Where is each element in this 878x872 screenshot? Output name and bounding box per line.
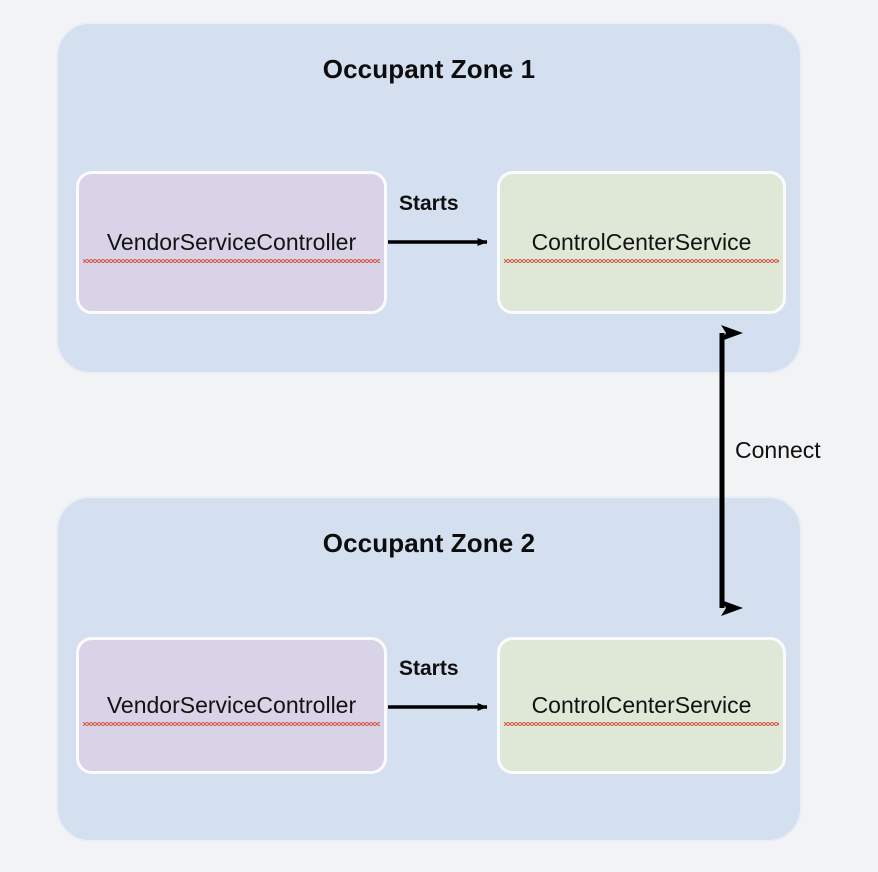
node-label-vendor-service-controller-zone-2: VendorServiceController bbox=[79, 692, 384, 727]
node-label-control-center-service-zone-1: ControlCenterService bbox=[500, 229, 783, 264]
edge-label-starts-zone-1: Starts bbox=[399, 192, 459, 215]
node-control-center-service-zone-1[interactable]: ControlCenterService bbox=[497, 171, 786, 314]
node-label-vendor-service-controller-zone-1: VendorServiceController bbox=[79, 229, 384, 264]
zone-1-title: Occupant Zone 1 bbox=[322, 54, 536, 84]
edge-label-starts-zone-2: Starts bbox=[399, 657, 459, 680]
edge-label-connect: Connect bbox=[735, 437, 821, 463]
node-label-control-center-service-zone-2: ControlCenterService bbox=[500, 692, 783, 727]
node-vendor-service-controller-zone-1[interactable]: VendorServiceController bbox=[76, 171, 387, 314]
node-vendor-service-controller-zone-2[interactable]: VendorServiceController bbox=[76, 637, 387, 774]
zone-2-title: Occupant Zone 2 bbox=[322, 528, 536, 558]
node-control-center-service-zone-2[interactable]: ControlCenterService bbox=[497, 637, 786, 774]
